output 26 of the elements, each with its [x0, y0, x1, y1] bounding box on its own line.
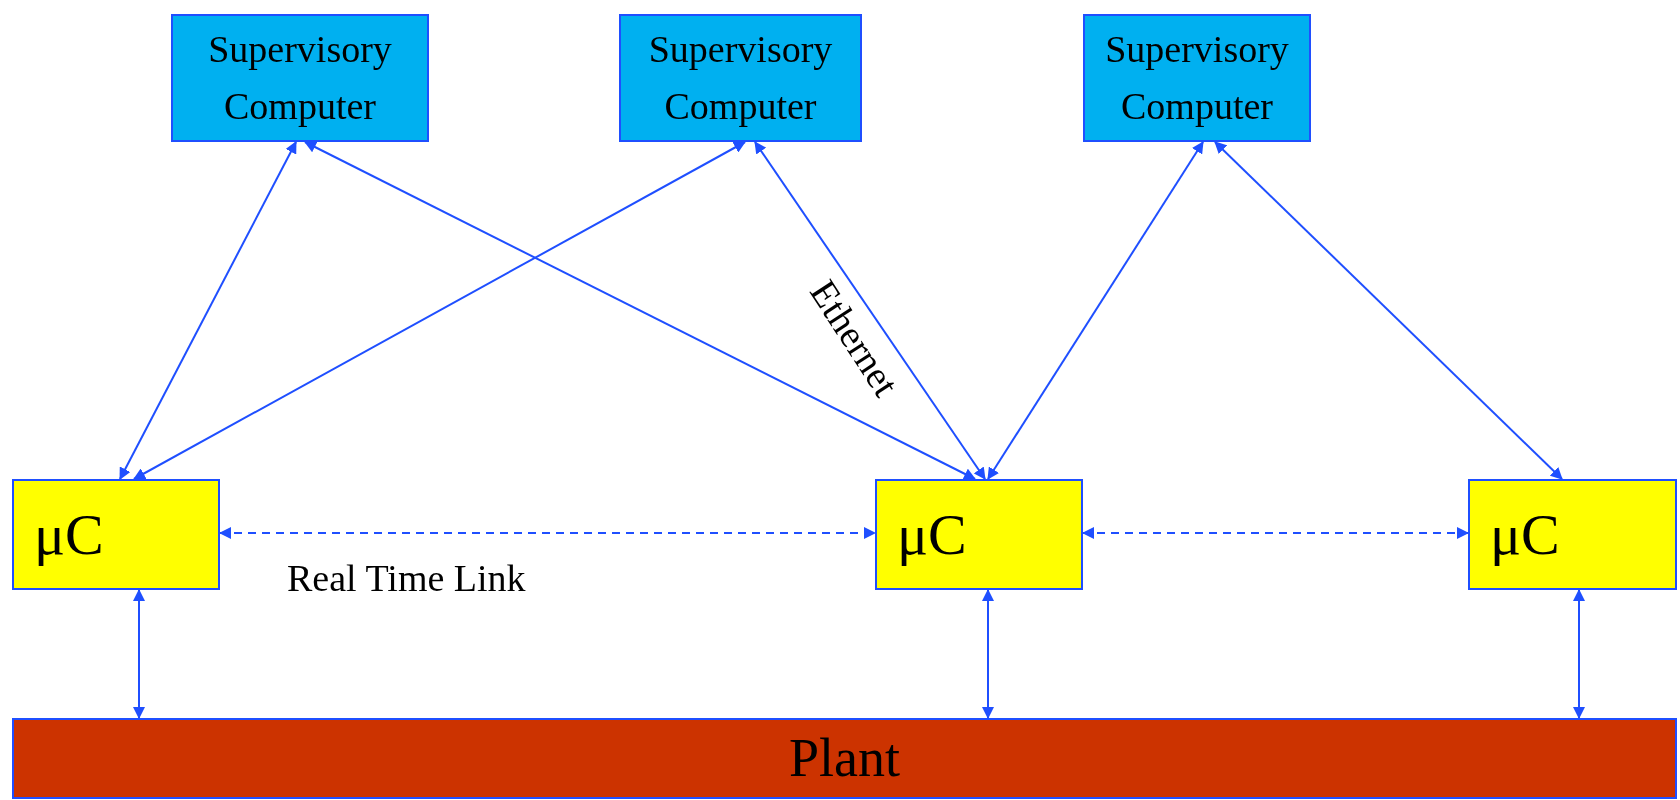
connector-arrow — [1082, 527, 1469, 539]
connector-arrow — [1214, 141, 1563, 480]
computer-box — [1083, 14, 1311, 142]
node-label: μC — [1489, 501, 1561, 569]
connector-arrow — [119, 141, 297, 480]
connector-arrow — [1573, 589, 1585, 719]
connector-arrow — [754, 141, 986, 480]
connector-arrow — [219, 527, 876, 539]
controller-box — [12, 479, 220, 590]
computer-box — [171, 14, 429, 142]
node-label: Supervisory Computer — [647, 27, 834, 129]
plant-bar — [12, 718, 1677, 799]
connector-arrow — [982, 589, 994, 719]
connector-arrow — [133, 141, 746, 480]
connector-arrow — [304, 141, 976, 480]
edge-label: Real Time Link — [287, 556, 526, 600]
controller-box — [875, 479, 1083, 590]
connector-arrow — [987, 141, 1204, 480]
node-label: μC — [33, 501, 105, 569]
controller-box — [1468, 479, 1677, 590]
node-label: Plant — [788, 727, 901, 790]
node-label: μC — [896, 501, 968, 569]
connector-arrow — [133, 589, 145, 719]
node-label: Supervisory Computer — [1104, 27, 1290, 129]
computer-box — [619, 14, 862, 142]
node-label: Supervisory Computer — [207, 27, 393, 129]
